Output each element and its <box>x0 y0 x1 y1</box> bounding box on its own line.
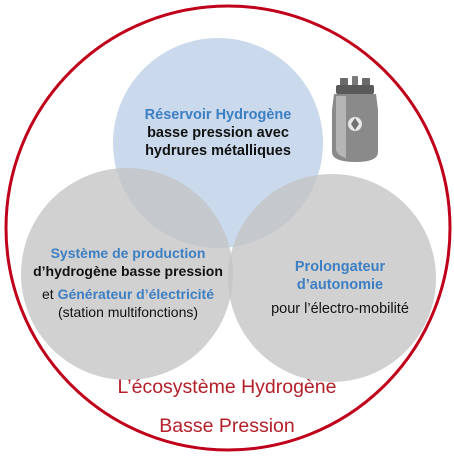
production-title: Système de production <box>50 245 206 261</box>
generator-label: Générateur d’électricité <box>57 286 214 302</box>
ecosystem-title-line-2: Basse Pression <box>159 415 295 437</box>
prolongateur-title-2: d’autonomie <box>296 277 384 294</box>
ecosystem-title-line-1: L’écosystème Hydrogène <box>117 376 337 398</box>
prolongateur-title-1: Prolongateur <box>294 259 386 275</box>
left-circle-label: Système de production d’hydrogène basse … <box>18 245 238 321</box>
reservoir-line-2: basse pression avec <box>147 125 289 142</box>
top-circle-label: Réservoir Hydrogène basse pression avec … <box>118 106 318 160</box>
right-circle-prolongateur <box>228 174 436 382</box>
right-circle-label: Prolongateur d’autonomie pour l’électro-… <box>250 258 430 318</box>
left-circle-production <box>21 168 233 380</box>
reservoir-title: Réservoir Hydrogène <box>144 107 292 123</box>
reservoir-line-3: hydrures métalliques <box>145 143 291 160</box>
prolongateur-line-3: pour l’électro-mobilité <box>271 301 409 318</box>
production-line-3-prefix: et <box>42 286 58 302</box>
hydrogen-tank-icon <box>332 76 378 162</box>
production-line-3: et Générateur d’électricité <box>18 286 238 304</box>
production-line-4: (station multifonctions) <box>57 303 199 320</box>
production-line-2: d’hydrogène basse pression <box>33 262 223 279</box>
